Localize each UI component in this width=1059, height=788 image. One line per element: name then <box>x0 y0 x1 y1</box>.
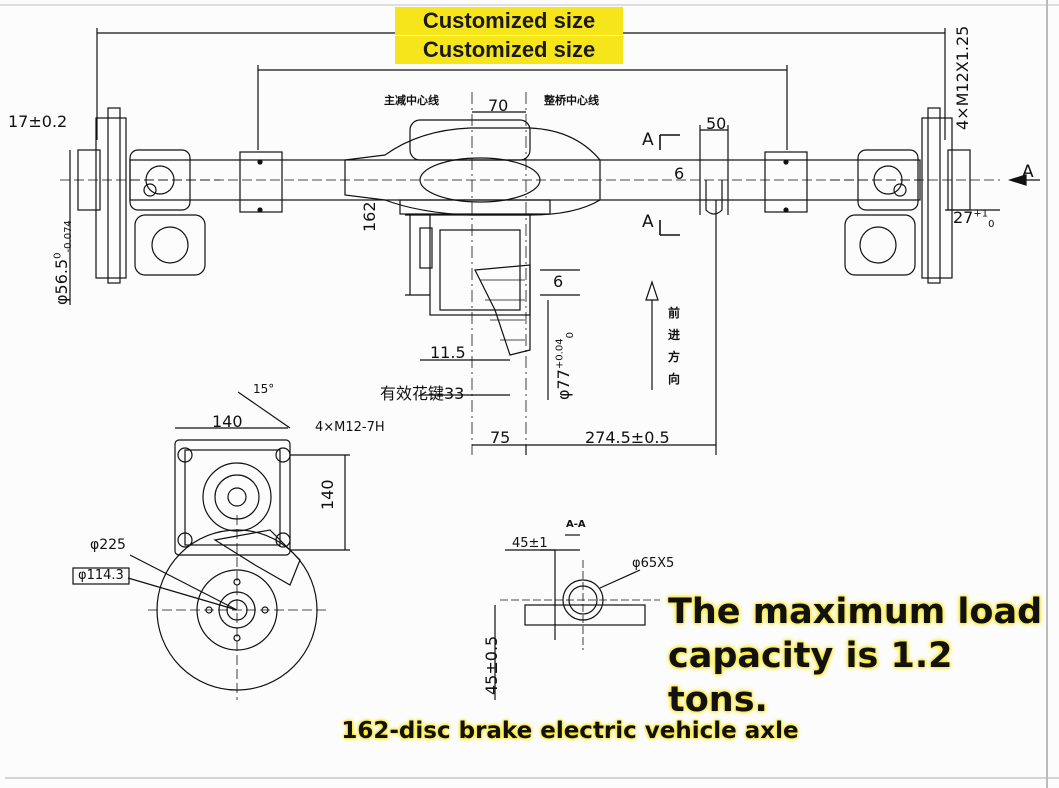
dim-140-horizontal: 140 <box>212 412 243 431</box>
dim-27: 27+10 <box>953 208 995 231</box>
dim-phi225: φ225 <box>90 537 126 553</box>
dim-45-1: 45±1 <box>512 536 548 551</box>
load-capacity-line-2: capacity is 1.2 tons. <box>668 636 953 720</box>
dim-6-mid: 6 <box>553 272 564 291</box>
dim-17: 17±0.2 <box>8 112 68 131</box>
dim-274-5: 274.5±0.5 <box>585 428 670 447</box>
dim-4xm12-7h: 4×M12-7H <box>315 420 385 435</box>
dim-phi77: φ77+0.040 <box>554 332 577 400</box>
view-a-label: A <box>1022 162 1034 182</box>
axle-centerline-label: 整桥中心线 <box>544 94 599 107</box>
dim-phi65x5: φ65X5 <box>632 556 675 571</box>
dim-11-5: 11.5 <box>430 343 466 362</box>
dim-15-deg: 15° <box>253 382 275 396</box>
dim-45-0-5: 45±0.5 <box>482 635 501 695</box>
product-caption: 162-disc brake electric vehicle axle <box>341 718 799 744</box>
dim-140-vertical: 140 <box>318 479 337 510</box>
dim-phi56-5: φ56.50-0.074 <box>52 220 75 305</box>
customized-size-label-2: Customized size <box>395 36 623 64</box>
dim-70: 70 <box>488 96 509 115</box>
forward-direction-label: 前进方向 <box>668 306 681 386</box>
dim-spline: 有效花键33 <box>380 384 465 403</box>
section-a-bottom: A <box>642 212 654 232</box>
dim-6-top: 6 <box>674 164 685 183</box>
load-capacity-line-1: The maximum load <box>668 592 1043 632</box>
dim-75: 75 <box>490 428 511 447</box>
load-capacity-headline: The maximum load capacity is 1.2 tons. <box>668 590 1048 722</box>
section-aa-label: A-A <box>566 519 586 530</box>
main-reducer-centerline-label: 主减中心线 <box>384 94 439 107</box>
dim-162: 162 <box>360 201 379 232</box>
section-a-top: A <box>642 130 654 150</box>
dim-50: 50 <box>706 114 727 133</box>
dim-phi114-3: φ114.3 <box>78 568 124 583</box>
customized-size-label-1: Customized size <box>395 7 623 35</box>
dim-4xm12x1-25: 4×M12X1.25 <box>953 25 972 130</box>
